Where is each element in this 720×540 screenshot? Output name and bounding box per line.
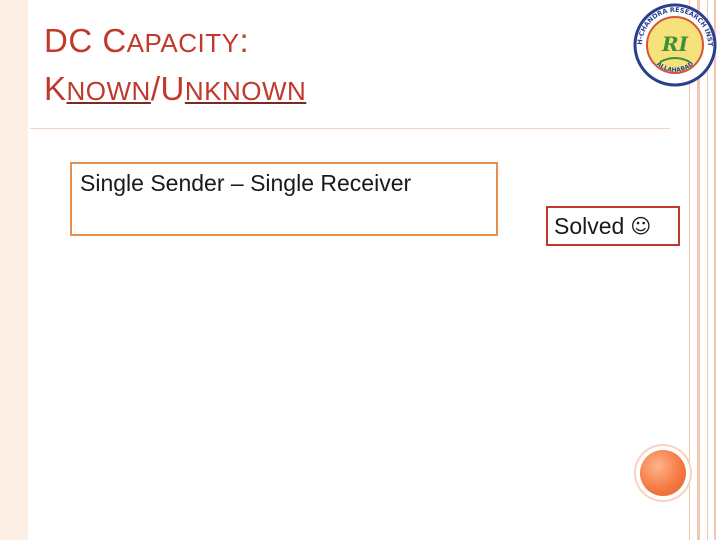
title-slash-u: /U <box>150 70 185 107</box>
single-sender-box: Single Sender – Single Receiver <box>70 162 498 236</box>
title-k: K <box>44 70 67 107</box>
title-nown: nown <box>66 76 151 106</box>
institute-logo: HARISH-CHANDRA RESEARCH INSTITUTE ALLAHA… <box>630 0 717 87</box>
smiley-icon: ☺ <box>630 214 652 238</box>
solved-box: Solved ☺ <box>546 206 680 246</box>
right-decorative-stripes <box>680 0 720 540</box>
title-apacity: apacity <box>126 28 240 58</box>
title-c: C <box>92 22 127 59</box>
title-dc: DC <box>44 22 93 59</box>
left-edge-band <box>0 0 28 540</box>
title-line-2: Known/Unknown <box>44 66 306 114</box>
title-colon: : <box>239 22 250 59</box>
slide-title: DC Capacity: Known/Unknown <box>44 18 306 114</box>
title-divider <box>30 128 670 129</box>
logo-center-letters: RI <box>661 32 689 56</box>
decorative-orb <box>640 450 686 496</box>
title-nknown: nknown <box>184 76 307 106</box>
single-sender-text: Single Sender – Single Receiver <box>80 170 412 196</box>
solved-text: Solved <box>554 212 625 239</box>
